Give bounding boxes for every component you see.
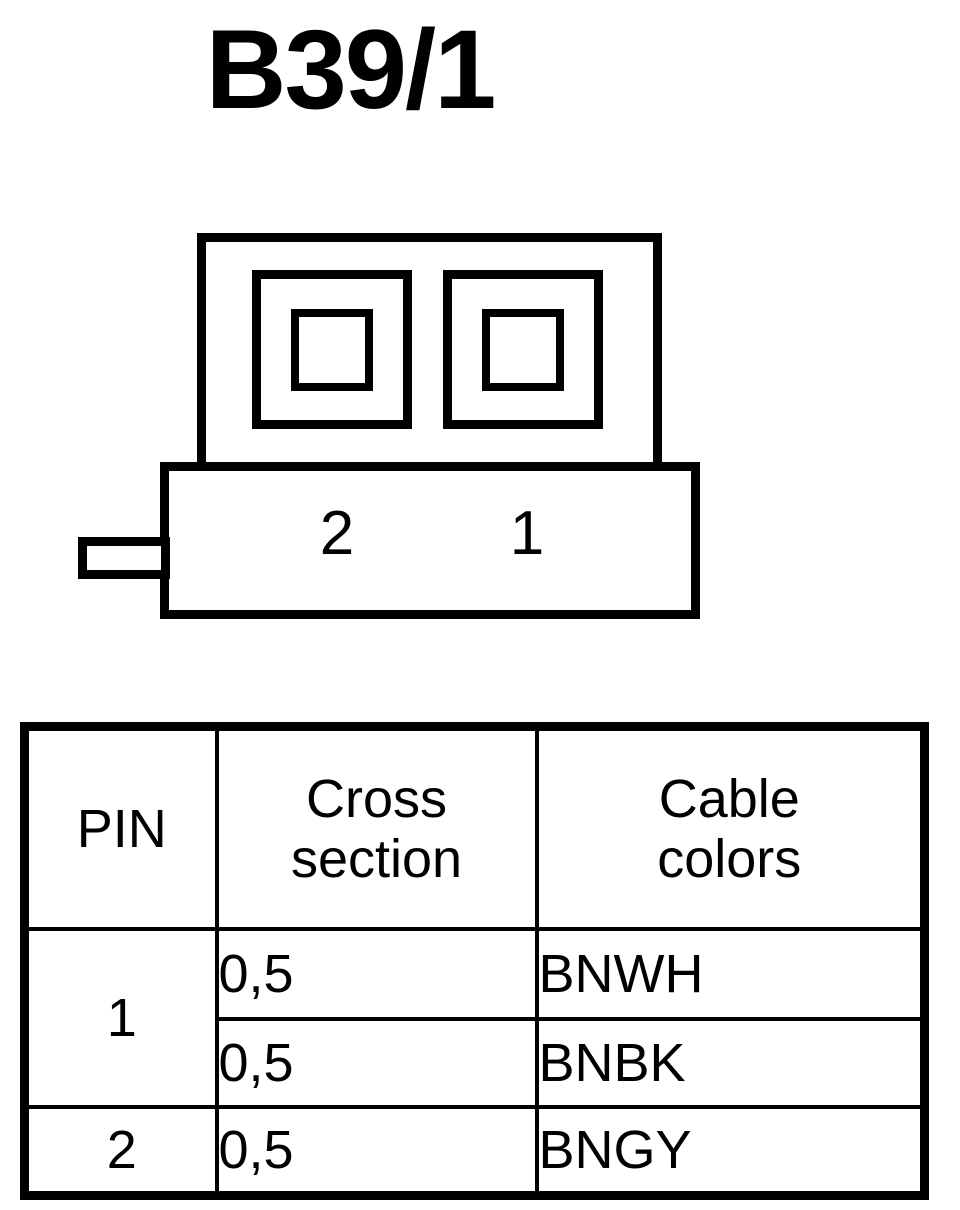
column-header-cable-colors-line1: Cable <box>658 768 800 829</box>
cell-cross-section-2: 0,5 <box>214 1017 539 1109</box>
connector-lower-housing <box>160 462 700 619</box>
cell-cross-section-1: 0,5 <box>214 927 539 1021</box>
connector-cavity-left <box>252 270 412 429</box>
cell-cable-color-2: BNBK <box>534 1017 927 1109</box>
page-title: B39/1 <box>205 7 497 132</box>
table-row: 0,5 BNBK <box>25 1017 927 1109</box>
connector-pin-label-1: 1 <box>509 499 545 568</box>
cell-cable-color-1: BNWH <box>534 927 927 1021</box>
column-header-cable-colors-line2: colors <box>657 829 802 889</box>
table-row: 2 0,5 BNGY <box>22 1105 927 1197</box>
connector-cavity-right <box>443 270 603 429</box>
table-row: 1 0,5 BNWH <box>22 927 927 1109</box>
column-header-cable-colors: Cable colors <box>534 724 927 931</box>
connector-diagram: 2 1 <box>78 233 700 619</box>
connector-upper-housing <box>197 233 662 471</box>
connector-cavity-right-terminal <box>482 308 564 391</box>
connector-latch-tab-icon <box>78 537 170 579</box>
cell-cross-section-3: 0,5 <box>214 1105 539 1197</box>
column-header-cross-section-line2: section <box>290 829 463 889</box>
column-header-pin: PIN <box>22 724 219 931</box>
table-header-row: PIN Cross section Cable colors <box>22 724 927 931</box>
connector-pin-label-2: 2 <box>319 499 355 568</box>
connector-cavity-left-terminal <box>291 308 373 391</box>
pin-assignment-table: PIN Cross section Cable colors 1 0,5 BNW… <box>20 722 929 1200</box>
cell-pin-1: 1 <box>22 927 219 1109</box>
column-header-cross-section: Cross section <box>214 724 539 931</box>
column-header-cross-section-line1: Cross <box>305 768 447 829</box>
cell-cable-color-3: BNGY <box>534 1105 927 1197</box>
cell-pin-2: 2 <box>22 1105 219 1197</box>
